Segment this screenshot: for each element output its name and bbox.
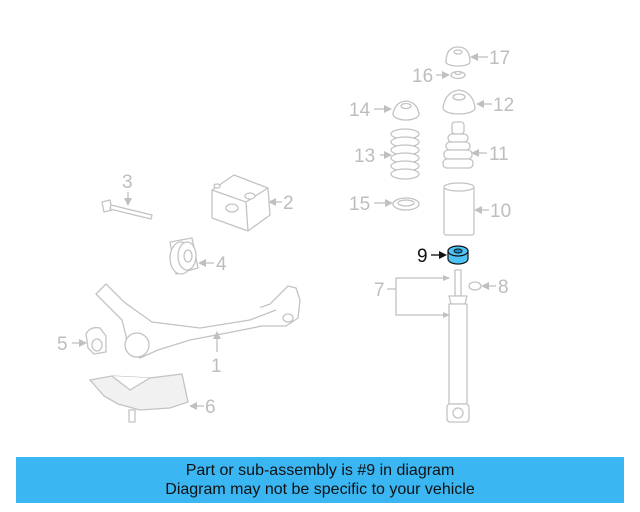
callout-6: 6 [189,397,216,418]
svg-text:13: 13 [354,146,375,167]
callout-1: 1 [211,331,222,377]
svg-text:8: 8 [498,277,509,298]
svg-text:1: 1 [211,356,222,377]
callout-7: 7 [374,275,450,318]
callout-12: 12 [476,95,514,116]
callout-3: 3 [122,172,133,206]
banner-line-disclaimer: Diagram may not be specific to your vehi… [165,481,475,498]
callout-10: 10 [474,201,511,222]
part-16-washer [450,70,466,80]
svg-text:5: 5 [57,334,68,355]
svg-text:3: 3 [122,172,133,193]
part-11-bump-stop [442,121,474,169]
part-17-cap [445,46,471,67]
part-7-shock-absorber [446,269,470,423]
svg-text:7: 7 [374,280,385,301]
callout-13: 13 [354,146,392,167]
part-8-nut [468,281,482,291]
svg-text:2: 2 [283,193,294,214]
part-10-dust-boot [443,182,475,236]
svg-text:14: 14 [349,100,371,121]
part-5-clip [85,326,107,355]
part-3-bolt [101,199,153,220]
banner-line-part: Part or sub-assembly is #9 in diagram [185,462,455,479]
part-14-spring-seat [392,100,420,121]
callout-11: 11 [471,144,509,165]
callout-17: 17 [470,48,510,69]
parts-diagram: 17 16 12 14 11 13 15 10 9 [57,46,514,423]
svg-text:6: 6 [205,397,216,418]
part-1-axle-beam [95,283,301,359]
callout-16: 16 [412,66,450,87]
svg-text:11: 11 [489,144,509,165]
part-12-strut-mount [442,89,476,115]
callout-2: 2 [268,193,294,214]
part-4-axle-bushing [169,237,199,275]
part-9-bushing [447,245,469,265]
svg-text:4: 4 [216,254,227,275]
part-2-bracket [211,174,271,232]
svg-text:15: 15 [349,194,370,215]
callout-4: 4 [198,254,227,275]
svg-text:17: 17 [489,48,510,69]
part-13-coil-spring [390,128,420,180]
svg-text:9: 9 [417,246,428,267]
callout-8: 8 [481,277,509,298]
part-6-bracket [88,373,189,423]
callout-14: 14 [349,100,392,121]
part-15-spring-pad [392,197,420,211]
svg-text:16: 16 [412,66,433,87]
svg-text:12: 12 [493,95,514,116]
callout-15: 15 [349,194,393,215]
callout-5: 5 [57,334,87,355]
info-banner: Part or sub-assembly is #9 in diagram Di… [16,457,624,503]
svg-text:10: 10 [490,201,511,222]
callout-9: 9 [417,246,447,267]
